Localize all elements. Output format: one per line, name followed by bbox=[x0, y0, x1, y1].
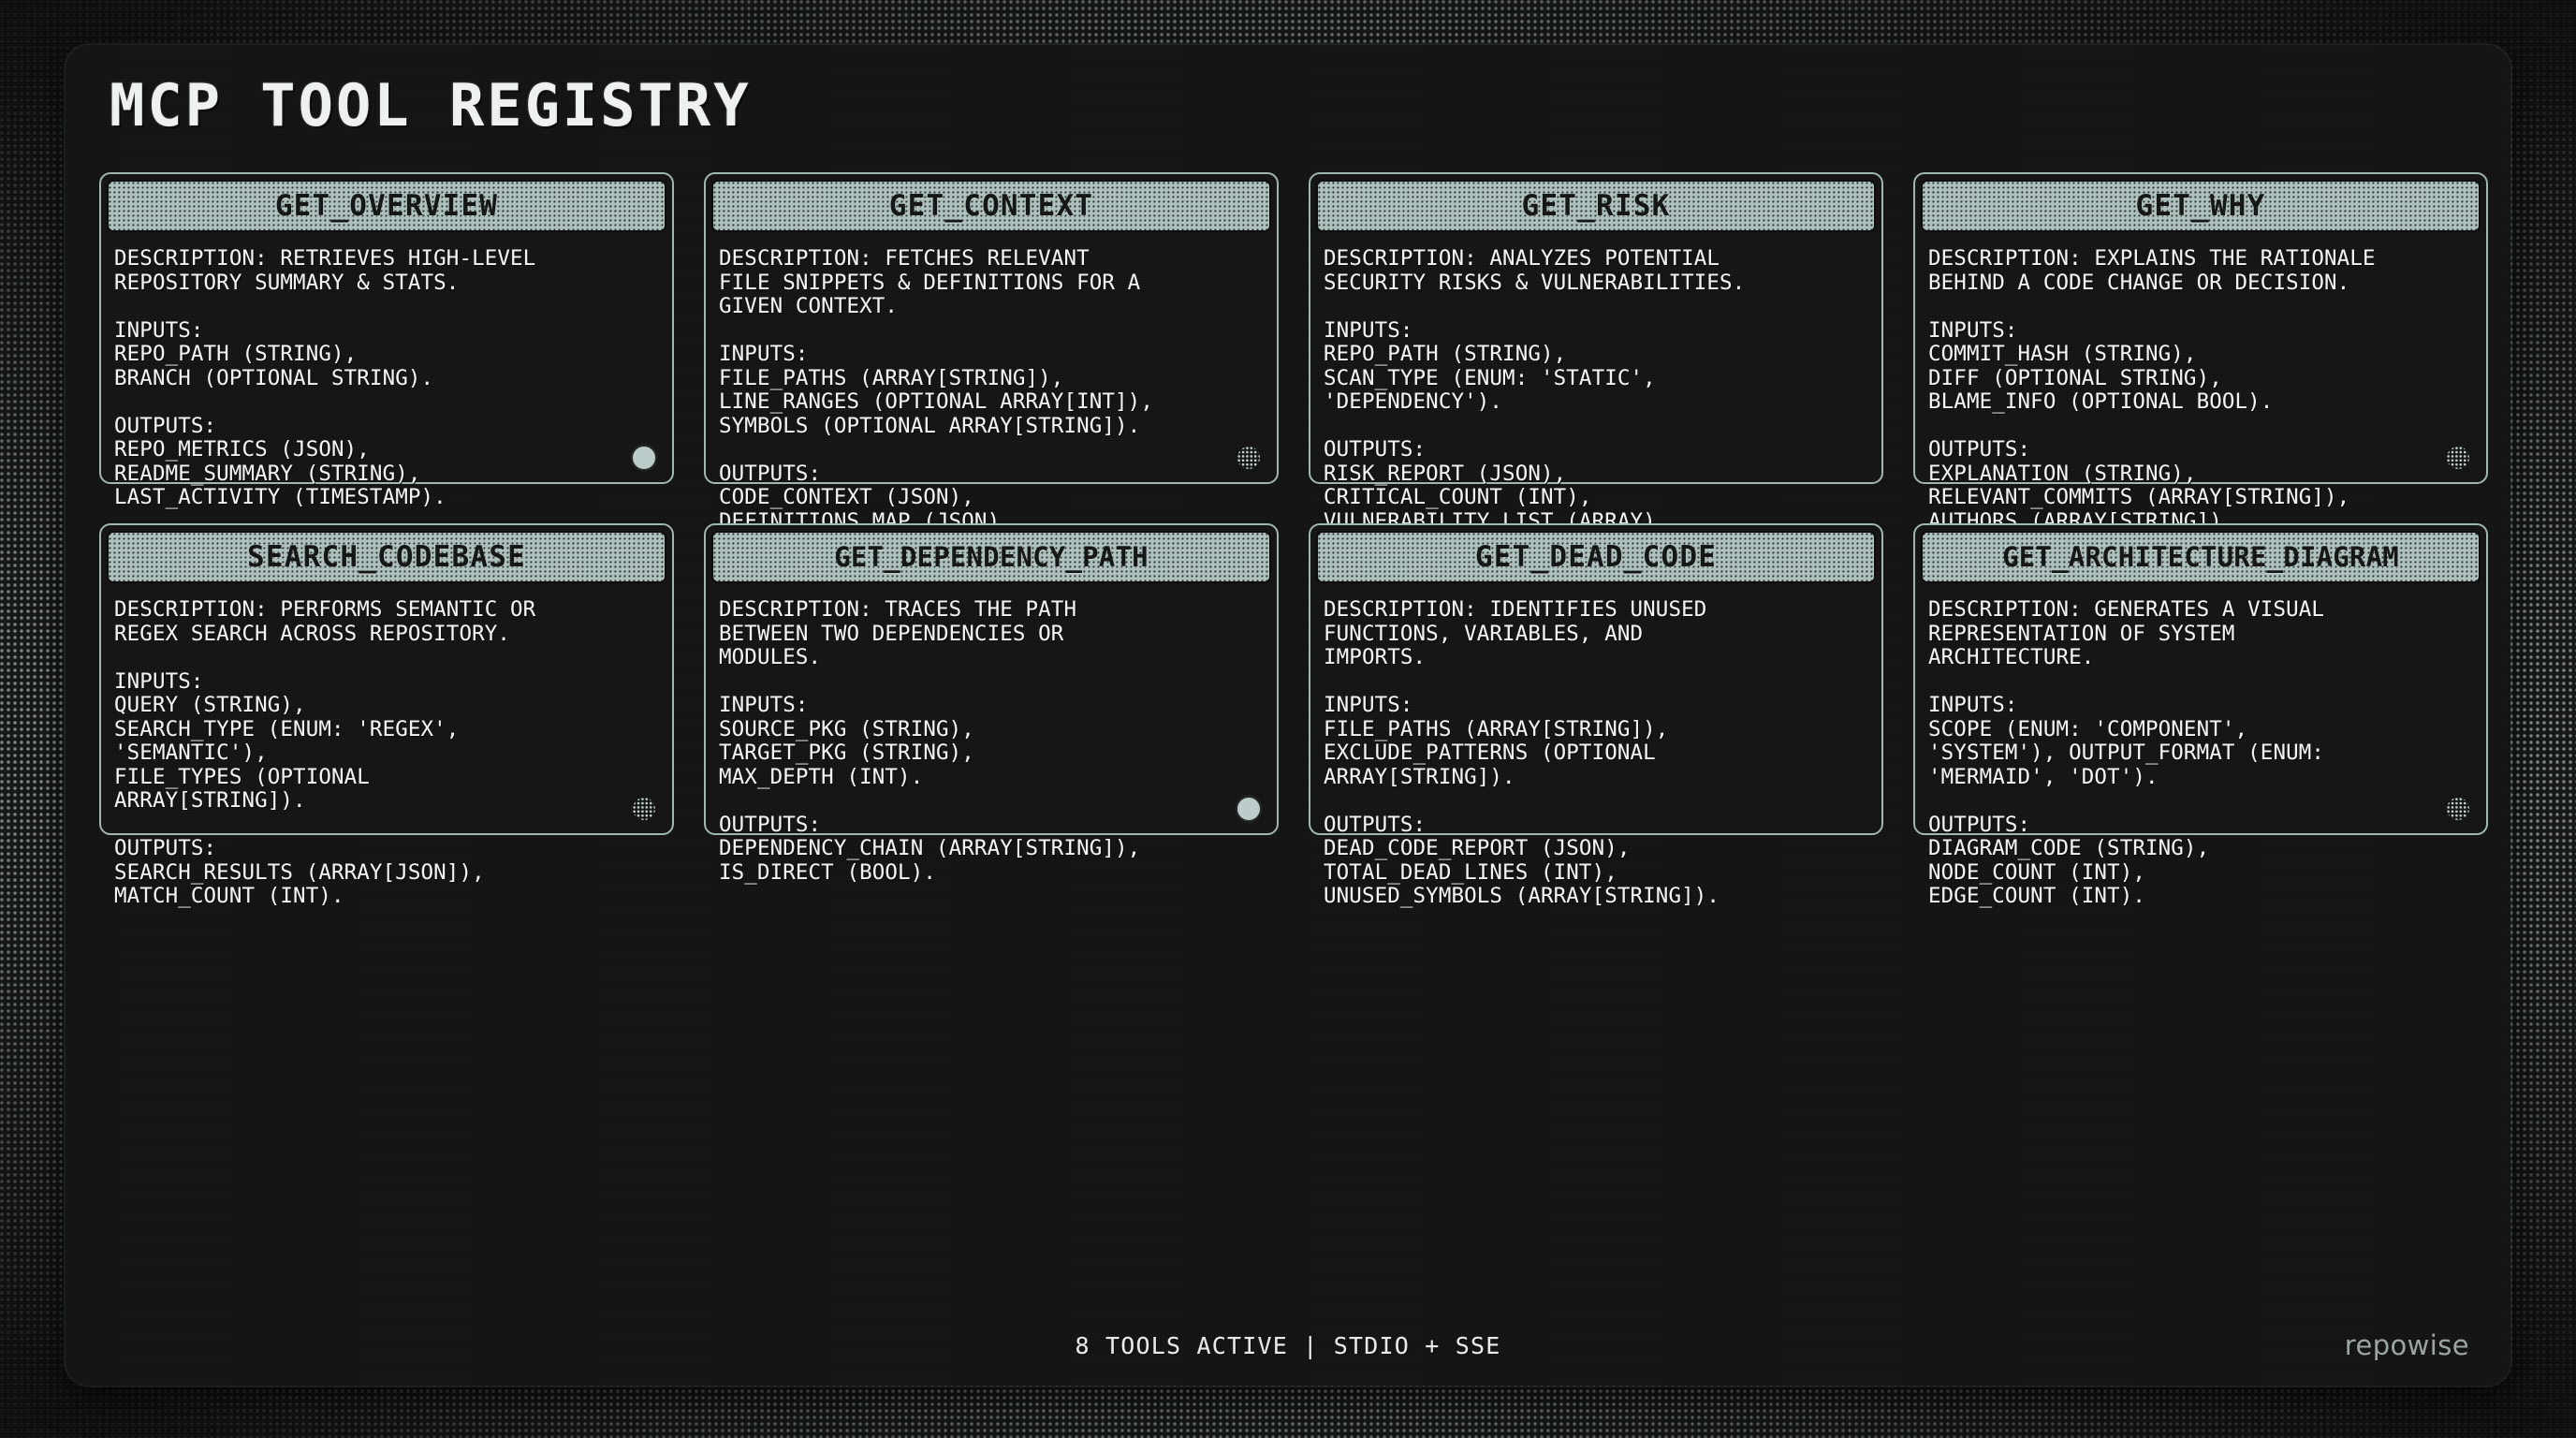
tool-card-body: DESCRIPTION: IDENTIFIES UNUSED FUNCTIONS… bbox=[1324, 597, 1887, 909]
tool-card[interactable]: SEARCH_CODEBASE DESCRIPTION: PERFORMS SEM… bbox=[99, 523, 674, 908]
section-spacer bbox=[1928, 670, 2492, 695]
tool-card-header: GET_WHY bbox=[1921, 180, 2481, 232]
tool-description: DESCRIPTION: FETCHES RELEVANT FILE SNIPP… bbox=[719, 246, 1141, 318]
tool-inputs: INPUTS: FILE_PATHS (ARRAY[STRING]), LINE… bbox=[719, 342, 1153, 438]
tool-inputs: INPUTS: QUERY (STRING), SEARCH_TYPE (ENU… bbox=[114, 668, 460, 813]
tool-description: DESCRIPTION: TRACES THE PATH BETWEEN TWO… bbox=[719, 597, 1077, 669]
tool-outputs: OUTPUTS: REPO_METRICS (JSON), README_SUM… bbox=[114, 413, 446, 509]
tool-description: DESCRIPTION: PERFORMS SEMANTIC OR REGEX … bbox=[114, 597, 536, 646]
tool-description: DESCRIPTION: IDENTIFIES UNUSED FUNCTIONS… bbox=[1324, 597, 1707, 669]
tool-name: GET_DEPENDENCY_PATH bbox=[834, 541, 1149, 573]
section-spacer bbox=[1928, 789, 2492, 814]
status-dot-icon bbox=[633, 798, 655, 820]
tool-name: GET_RISK bbox=[1521, 189, 1671, 223]
section-spacer bbox=[719, 438, 1282, 462]
section-spacer bbox=[719, 789, 1282, 814]
tool-card-header: GET_DEPENDENCY_PATH bbox=[711, 531, 1271, 583]
tool-outputs: OUTPUTS: DIAGRAM_CODE (STRING), NODE_COU… bbox=[1928, 812, 2210, 908]
tool-name: GET_ARCHITECTURE_DIAGRAM bbox=[2002, 541, 2399, 573]
tool-inputs: INPUTS: FILE_PATHS (ARRAY[STRING]), EXCL… bbox=[1324, 693, 1669, 789]
tool-card-body: DESCRIPTION: TRACES THE PATH BETWEEN TWO… bbox=[719, 597, 1282, 885]
status-dot-icon bbox=[2447, 447, 2469, 469]
tool-card-body: DESCRIPTION: GENERATES A VISUAL REPRESEN… bbox=[1928, 597, 2492, 909]
section-spacer bbox=[719, 319, 1282, 344]
section-spacer bbox=[1928, 415, 2492, 439]
status-dot-icon bbox=[633, 447, 655, 469]
tool-card-header: GET_OVERVIEW bbox=[107, 180, 666, 232]
status-dot-icon bbox=[2447, 798, 2469, 820]
status-bar: 8 TOOLS ACTIVE | STDIO + SSE bbox=[1075, 1332, 1501, 1359]
tool-card-body: DESCRIPTION: RETRIEVES HIGH-LEVEL REPOSI… bbox=[114, 246, 678, 510]
tool-card[interactable]: GET_DEPENDENCY_PATH DESCRIPTION: TRACES T… bbox=[704, 523, 1279, 884]
section-spacer bbox=[719, 670, 1282, 695]
tool-card-header: GET_RISK bbox=[1316, 180, 1876, 232]
tool-card-header: GET_ARCHITECTURE_DIAGRAM bbox=[1921, 531, 2481, 583]
brand-logo: repowise bbox=[2344, 1329, 2469, 1361]
tool-card-header: GET_CONTEXT bbox=[711, 180, 1271, 232]
tool-description: DESCRIPTION: ANALYZES POTENTIAL SECURITY… bbox=[1324, 246, 1746, 295]
tool-card[interactable]: GET_WHY DESCRIPTION: EXPLAINS THE RATIONA… bbox=[1913, 172, 2488, 533]
tool-name: GET_CONTEXT bbox=[888, 189, 1094, 223]
tool-inputs: INPUTS: REPO_PATH (STRING), SCAN_TYPE (E… bbox=[1324, 317, 1656, 414]
section-spacer bbox=[1928, 295, 2492, 319]
section-spacer bbox=[1324, 415, 1887, 439]
tool-description: DESCRIPTION: EXPLAINS THE RATIONALE BEHI… bbox=[1928, 246, 2376, 295]
tool-outputs: OUTPUTS: DEPENDENCY_CHAIN (ARRAY[STRING]… bbox=[719, 812, 1141, 885]
section-spacer bbox=[114, 390, 678, 415]
tool-card[interactable]: GET_DEAD_CODE DESCRIPTION: IDENTIFIES UNU… bbox=[1309, 523, 1883, 908]
tool-card[interactable]: GET_OVERVIEW DESCRIPTION: RETRIEVES HIGH-… bbox=[99, 172, 674, 509]
tool-card[interactable]: GET_RISK DESCRIPTION: ANALYZES POTENTIAL … bbox=[1309, 172, 1883, 533]
tool-card-header: GET_DEAD_CODE bbox=[1316, 531, 1876, 583]
section-spacer bbox=[114, 646, 678, 670]
tool-card[interactable]: GET_CONTEXT DESCRIPTION: FETCHES RELEVANT… bbox=[704, 172, 1279, 533]
page-title: MCP TOOL REGISTRY bbox=[110, 71, 752, 139]
tool-inputs: INPUTS: SCOPE (ENUM: 'COMPONENT', 'SYSTE… bbox=[1928, 693, 2325, 789]
tool-name: SEARCH_CODEBASE bbox=[247, 540, 526, 574]
section-spacer bbox=[1324, 295, 1887, 319]
tool-name: GET_WHY bbox=[2135, 189, 2266, 223]
tool-card-body: DESCRIPTION: FETCHES RELEVANT FILE SNIPP… bbox=[719, 246, 1282, 534]
status-dot-icon bbox=[1237, 798, 1260, 820]
tool-outputs: OUTPUTS: EXPLANATION (STRING), RELEVANT_… bbox=[1928, 437, 2350, 534]
tool-description: DESCRIPTION: RETRIEVES HIGH-LEVEL REPOSI… bbox=[114, 246, 536, 295]
tool-card-body: DESCRIPTION: EXPLAINS THE RATIONALE BEHI… bbox=[1928, 246, 2492, 534]
tool-outputs: OUTPUTS: DEAD_CODE_REPORT (JSON), TOTAL_… bbox=[1324, 812, 1720, 908]
tool-card-grid: GET_OVERVIEW DESCRIPTION: RETRIEVES HIGH-… bbox=[99, 172, 2488, 908]
section-spacer bbox=[114, 814, 678, 838]
tool-outputs: OUTPUTS: SEARCH_RESULTS (ARRAY[JSON]), M… bbox=[114, 836, 485, 908]
tool-name: GET_OVERVIEW bbox=[274, 189, 499, 223]
tool-description: DESCRIPTION: GENERATES A VISUAL REPRESEN… bbox=[1928, 597, 2325, 669]
tool-card-body: DESCRIPTION: ANALYZES POTENTIAL SECURITY… bbox=[1324, 246, 1887, 534]
section-spacer bbox=[114, 295, 678, 319]
section-spacer bbox=[1324, 789, 1887, 814]
section-spacer bbox=[1324, 670, 1887, 695]
registry-panel: MCP TOOL REGISTRY GET_OVERVIEW DESCRIPTIO… bbox=[66, 45, 2510, 1386]
tool-card[interactable]: GET_ARCHITECTURE_DIAGRAM DESCRIPTION: GEN… bbox=[1913, 523, 2488, 908]
tool-card-header: SEARCH_CODEBASE bbox=[107, 531, 666, 583]
tool-inputs: INPUTS: REPO_PATH (STRING), BRANCH (OPTI… bbox=[114, 317, 434, 390]
tool-outputs: OUTPUTS: RISK_REPORT (JSON), CRITICAL_CO… bbox=[1324, 437, 1669, 534]
tool-card-body: DESCRIPTION: PERFORMS SEMANTIC OR REGEX … bbox=[114, 597, 678, 909]
status-dot-icon bbox=[1237, 447, 1260, 469]
tool-inputs: INPUTS: SOURCE_PKG (STRING), TARGET_PKG … bbox=[719, 693, 974, 789]
tool-inputs: INPUTS: COMMIT_HASH (STRING), DIFF (OPTI… bbox=[1928, 317, 2274, 414]
tool-name: GET_DEAD_CODE bbox=[1474, 540, 1718, 574]
